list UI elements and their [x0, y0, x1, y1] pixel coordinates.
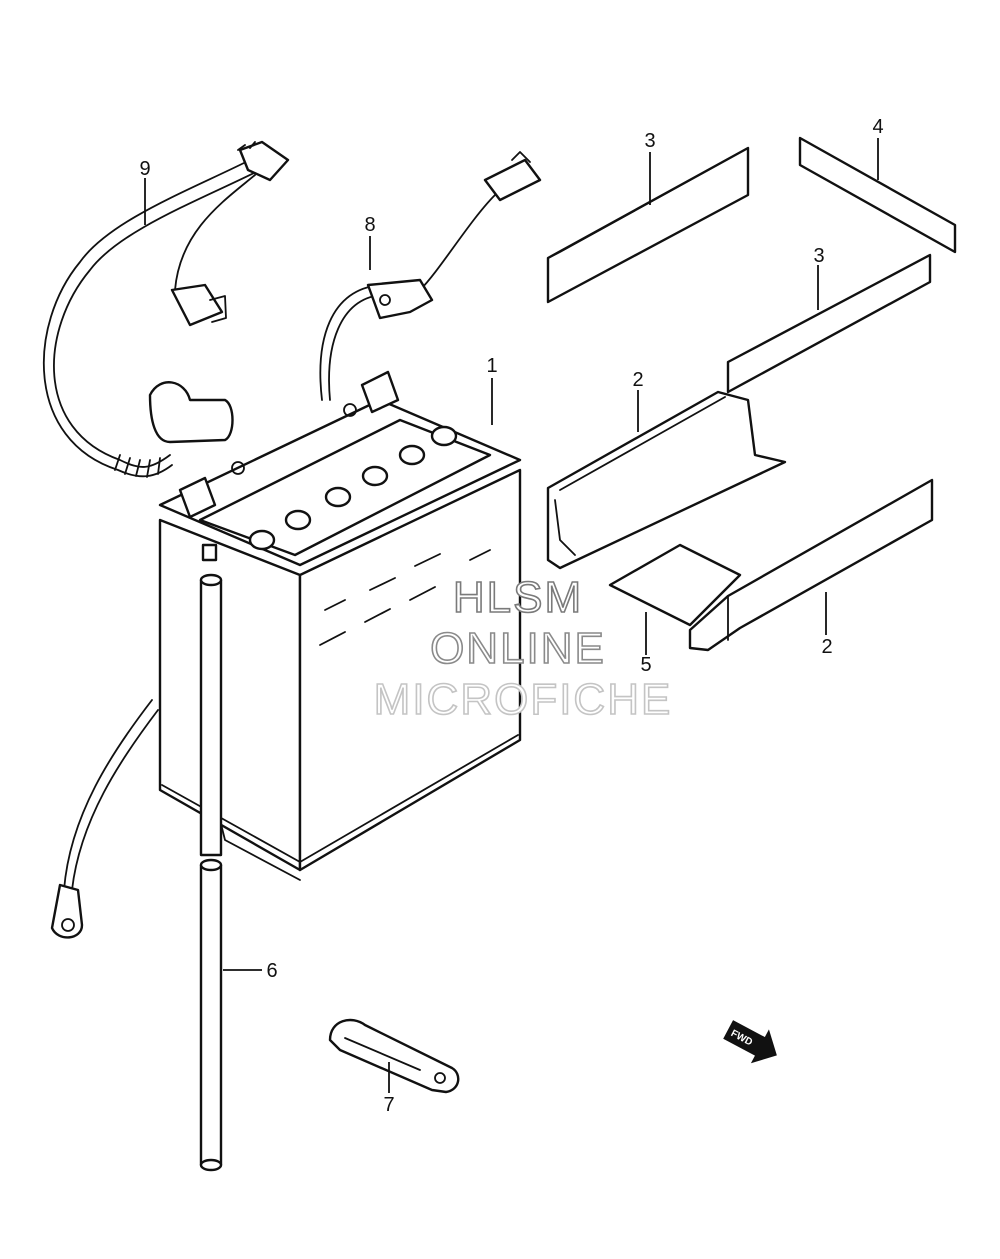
tray-plate-upper[interactable] [546, 390, 787, 570]
watermark-line-2: ONLINE [430, 624, 606, 673]
callout-7: 7 [383, 1094, 394, 1116]
callout-2-upper: 2 [632, 369, 643, 391]
callout-3-middle: 3 [813, 245, 824, 267]
watermark-line-1: HLSM [453, 573, 583, 622]
callout-6: 6 [266, 960, 277, 982]
callout-2-lower: 2 [821, 636, 832, 658]
cushion-pad-4[interactable] [798, 136, 957, 254]
leader-lines [144, 138, 879, 1093]
vent-tube[interactable] [199, 573, 223, 1172]
callout-8: 8 [364, 214, 375, 236]
cushion-pad-upper[interactable] [546, 146, 750, 304]
battery[interactable] [158, 370, 522, 881]
cushion-pad-middle[interactable] [726, 253, 932, 394]
callout-9: 9 [139, 158, 150, 180]
callout-3-top: 3 [644, 130, 655, 152]
positive-cable[interactable] [42, 140, 290, 478]
callout-1: 1 [486, 355, 497, 377]
cushion-pad-floor[interactable] [608, 543, 742, 627]
callout-5: 5 [640, 654, 651, 676]
forward-arrow-icon: FWD [723, 1020, 777, 1064]
negative-lead-cable[interactable] [50, 699, 159, 939]
watermark-line-3: MICROFICHE [374, 675, 673, 724]
callout-labels: 1 2 2 3 3 4 5 6 7 8 9 [139, 116, 883, 1116]
lead-wire[interactable] [319, 151, 542, 401]
watermark: HLSM ONLINE MICROFICHE [373, 572, 673, 725]
callout-4: 4 [872, 116, 883, 138]
tray-plate-lower[interactable] [688, 478, 934, 652]
battery-band[interactable] [328, 1018, 460, 1094]
